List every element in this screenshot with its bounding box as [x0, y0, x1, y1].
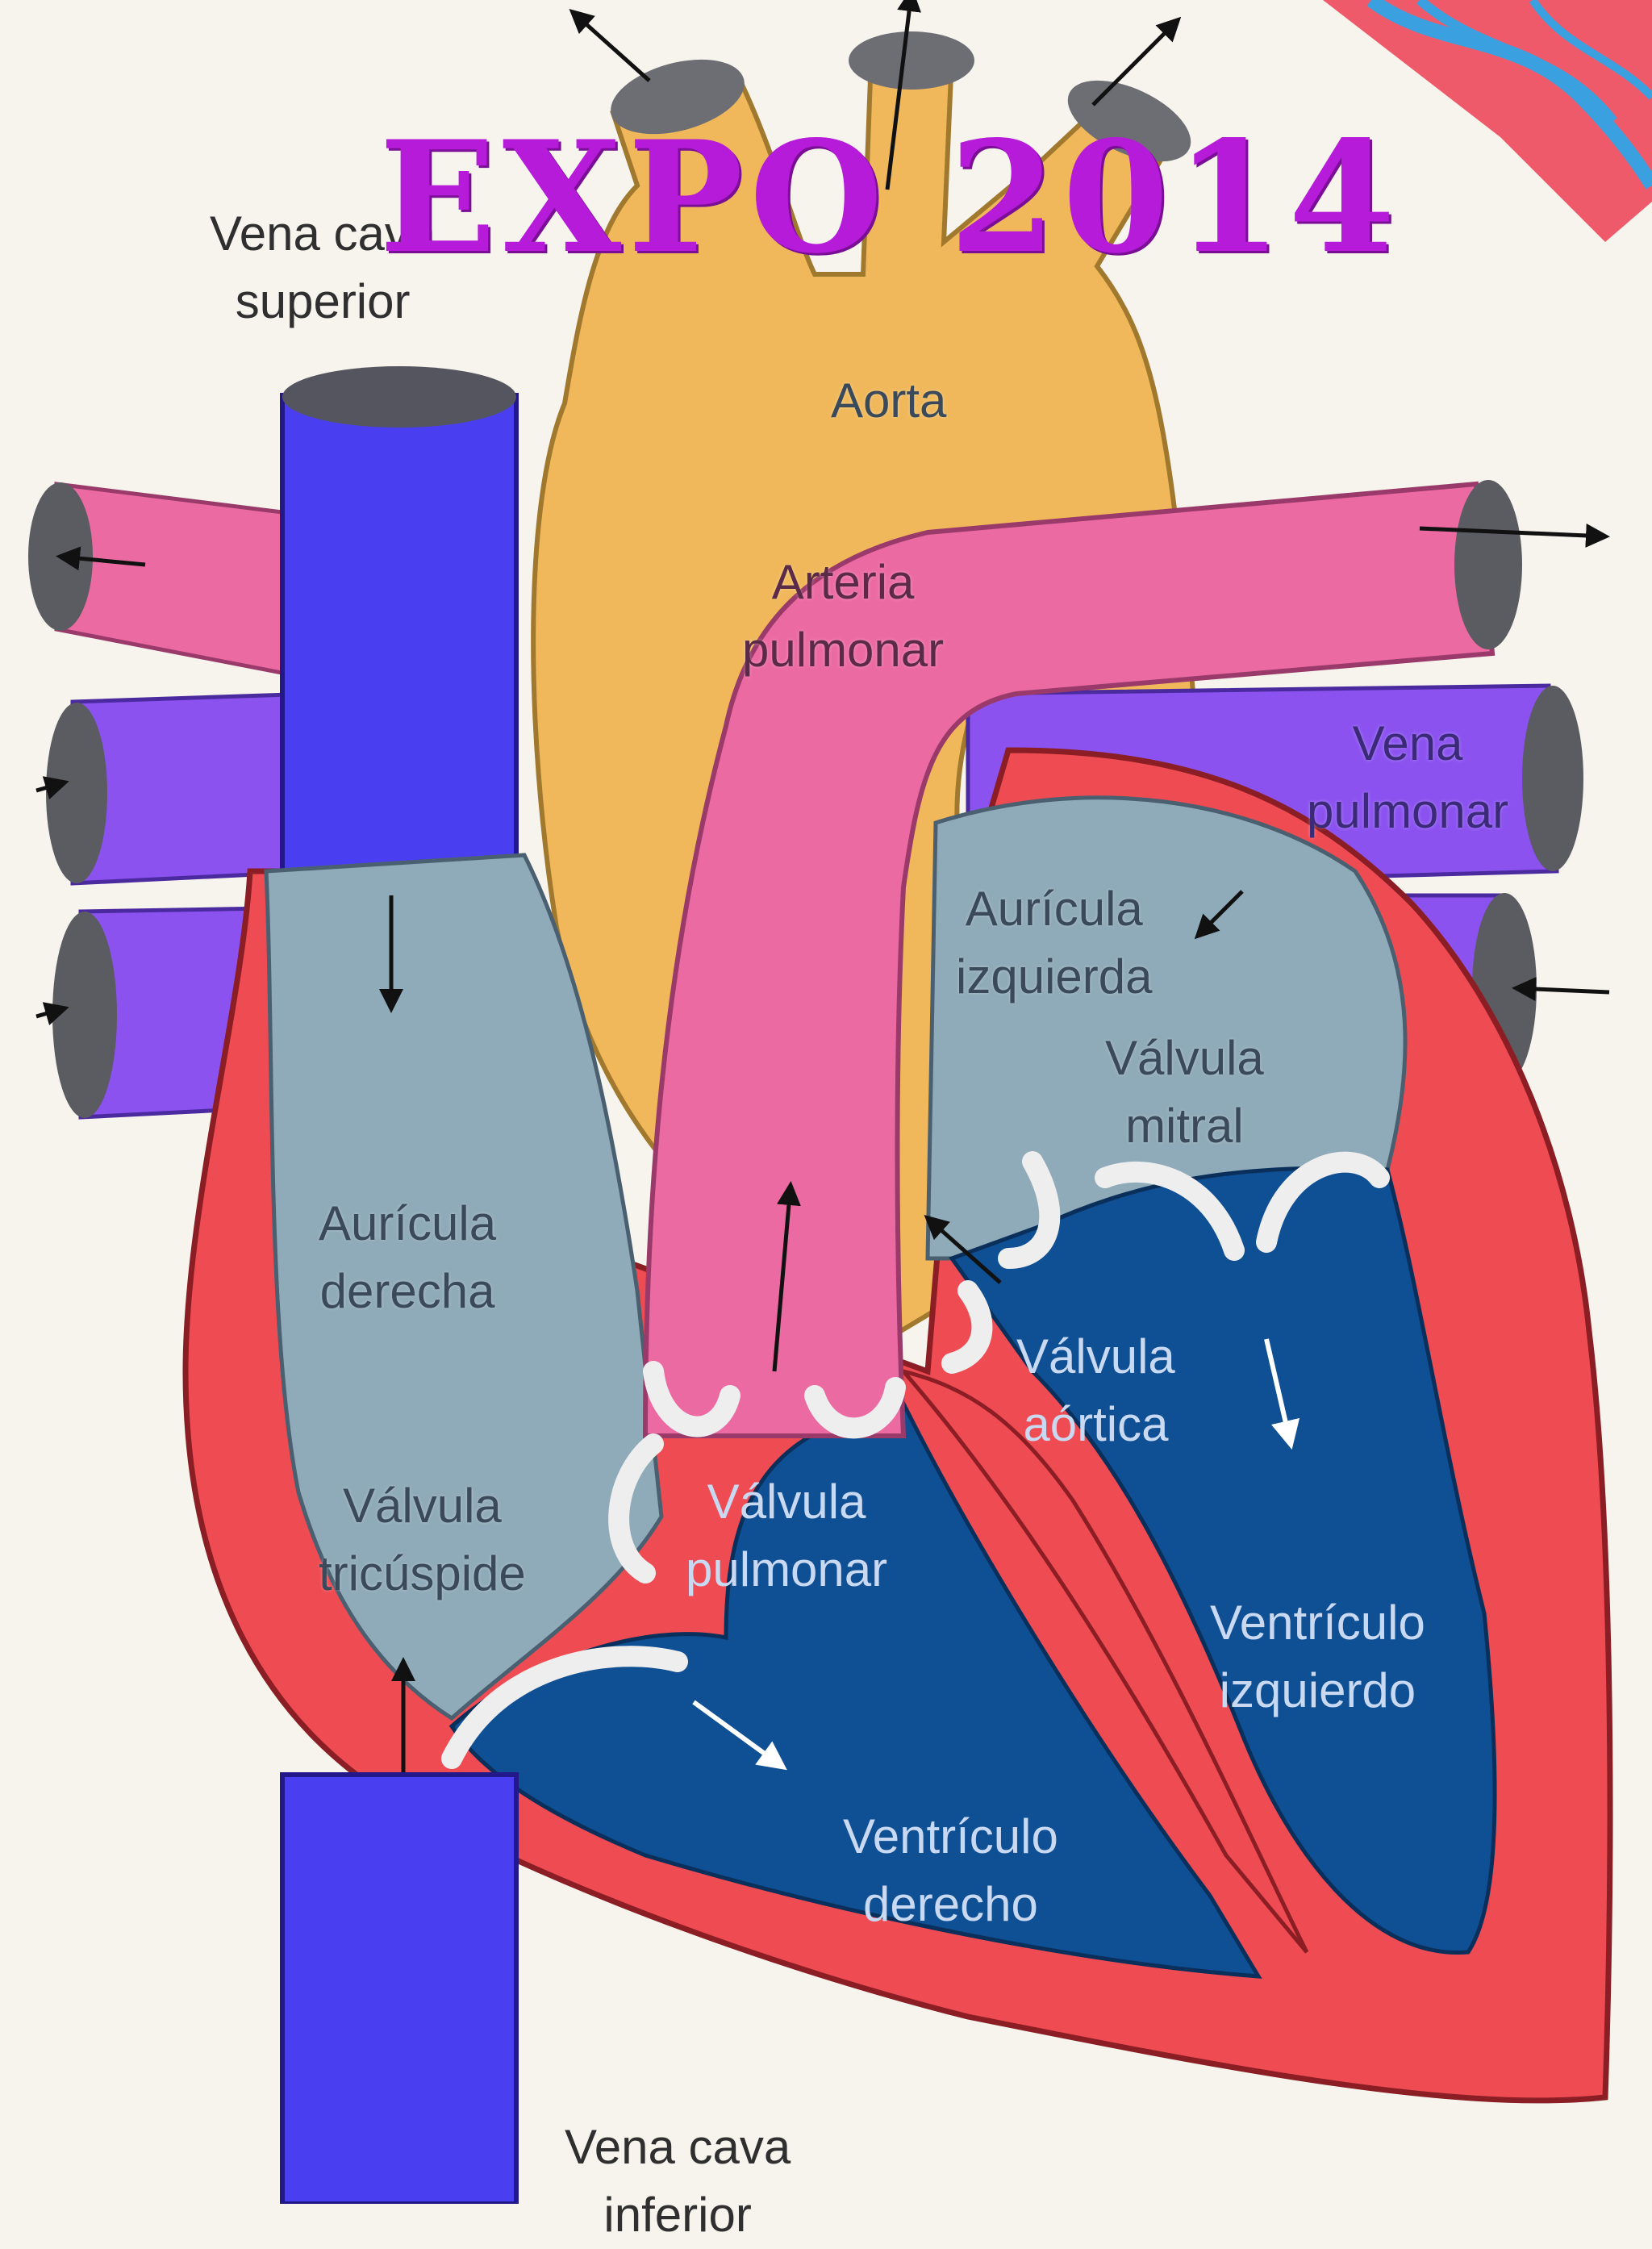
expo-title: EXPO 2014 — [379, 107, 1402, 287]
flow-arrows — [35, 0, 1610, 1775]
vena-cava-inferior-shape — [280, 1772, 519, 2204]
label-aorta: Aorta — [831, 373, 947, 428]
flow-arrows-white — [692, 1338, 1300, 1771]
right-ventricle — [448, 1401, 1262, 1979]
left-pulmonary-branch — [28, 482, 317, 681]
heart-illustration — [28, 0, 1652, 2204]
ribbon-decoration — [1323, 0, 1652, 242]
left-atrium — [925, 795, 1408, 1261]
right-atrium — [264, 853, 664, 1721]
septum — [897, 1367, 1309, 1954]
valves — [441, 1151, 1390, 1769]
pulmonary-artery-shape — [642, 480, 1522, 1438]
